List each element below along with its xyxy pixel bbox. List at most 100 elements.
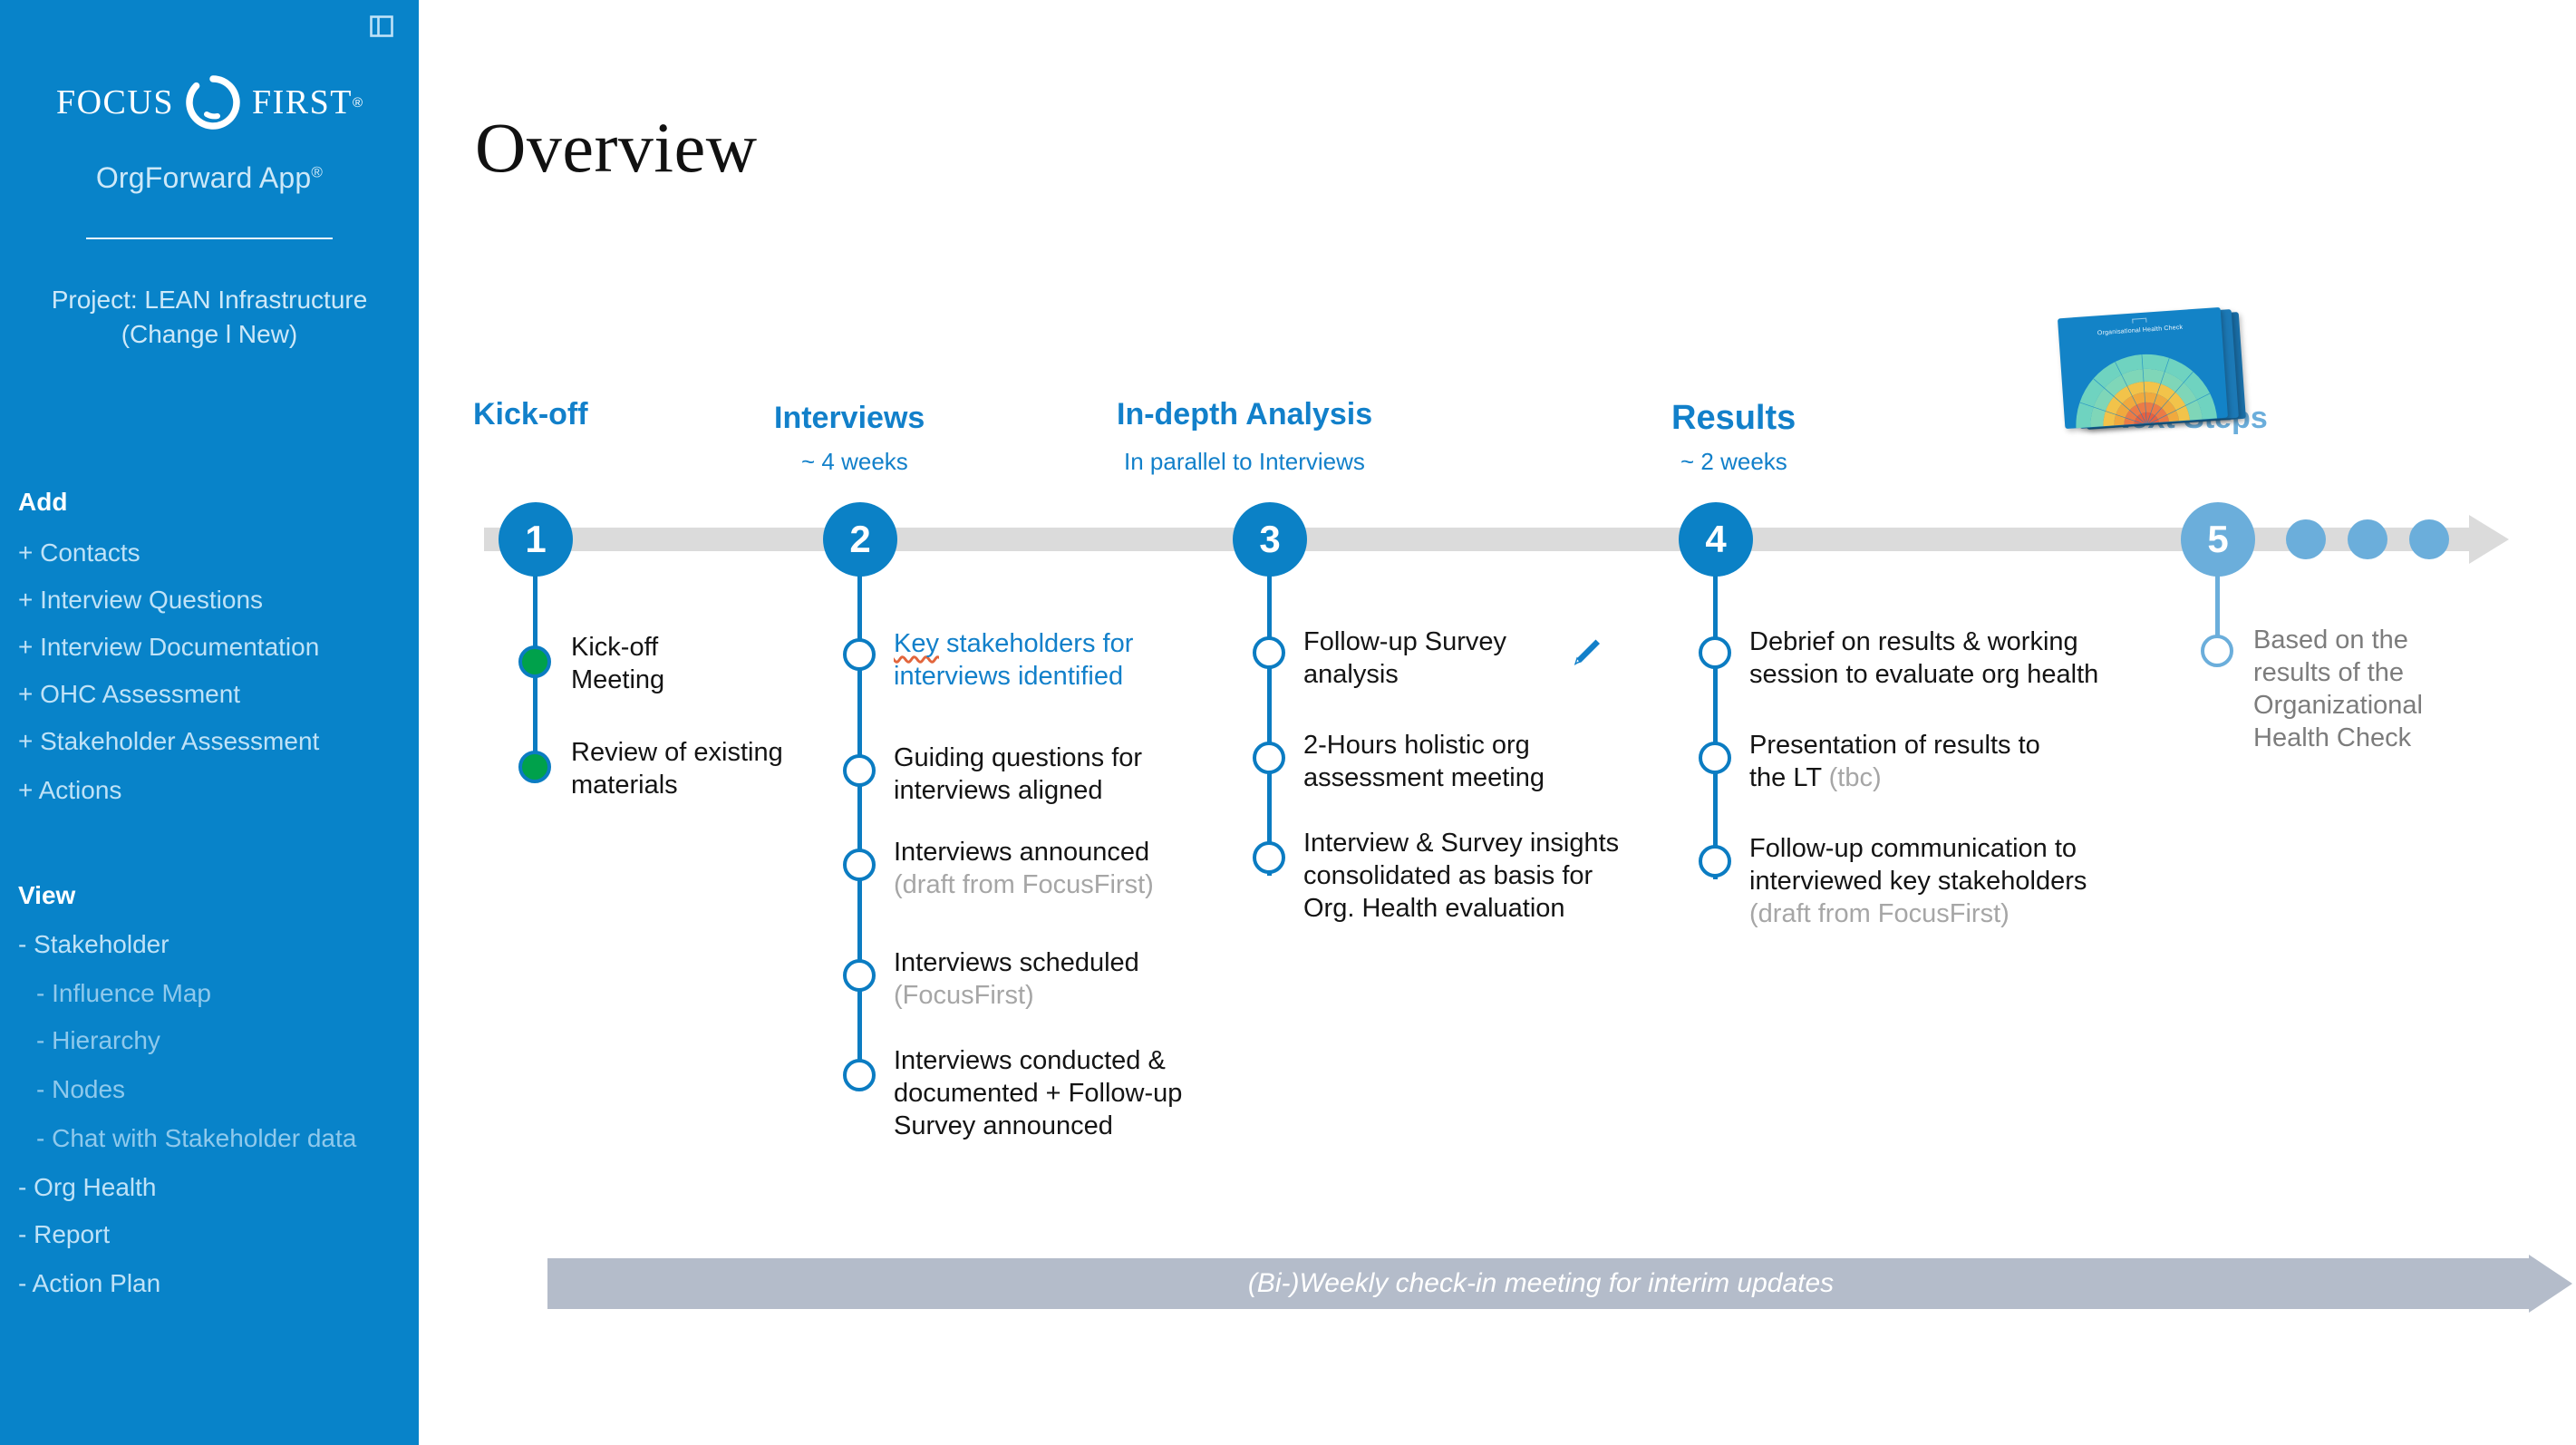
step-4-text-2: Presentation of results to the LT (tbc) — [1749, 729, 2130, 794]
step-2-text-4: Interviews scheduled (FocusFirst) — [894, 946, 1202, 1012]
step-2-bullet-5[interactable] — [843, 1059, 876, 1091]
enso-ring-icon — [185, 74, 241, 131]
step-1-text-1: Kick-off Meeting — [571, 633, 665, 694]
step-2-text-1: Key stakeholders for interviews identifi… — [894, 627, 1193, 693]
timeline-node-5[interactable]: 5 — [2181, 502, 2255, 577]
sidebar: Focus First ® OrgForward App® Project: L… — [0, 0, 419, 1445]
sidebar-item-contacts[interactable]: + Contacts — [18, 538, 140, 567]
project-line-1: Project: LEAN Infrastructure — [51, 286, 368, 314]
checkin-banner: (Bi-)Weekly check-in meeting for interim… — [547, 1255, 2576, 1313]
step-5-text-1: Based on the results of the Organization… — [2253, 626, 2423, 752]
sidebar-item-report[interactable]: - Report — [18, 1220, 111, 1248]
step-1-bullet-1[interactable] — [518, 645, 551, 678]
step-4-bullet-1[interactable] — [1699, 636, 1731, 669]
step-2-text-3: Interviews announced (draft from FocusFi… — [894, 836, 1202, 901]
step-4-text-2-muted: (tbc) — [1828, 763, 1882, 792]
checkin-banner-text: (Bi-)Weekly check-in meeting for interim… — [1247, 1268, 1835, 1298]
sidebar-item-org-health[interactable]: - Org Health — [18, 1173, 157, 1201]
timeline-axis-bar — [484, 528, 2482, 551]
step-4-text-3-muted: (draft from FocusFirst) — [1749, 899, 2009, 928]
step-3-text-2: 2-Hours holistic org assessment meeting — [1303, 731, 1545, 792]
sidebar-item-stakeholder-assessment[interactable]: + Stakeholder Assessment — [18, 727, 320, 755]
page-title: Overview — [475, 108, 758, 187]
step-2-text-1-spellchecked-word: Key — [894, 629, 939, 658]
app-name-registered: ® — [311, 163, 324, 181]
sidebar-item-ohc-assessment[interactable]: + OHC Assessment — [18, 680, 241, 708]
phase-subtitle-in-depth: In parallel to Interviews — [1124, 448, 1365, 475]
step-3-bullet-2[interactable] — [1253, 742, 1285, 774]
sidebar-item-interview-documentation[interactable]: + Interview Documentation — [18, 633, 320, 661]
step-4-text-3-main: Follow-up communication to interviewed k… — [1749, 834, 2087, 896]
sidebar-divider — [86, 238, 333, 239]
step-3-text-3: Interview & Survey insights consolidated… — [1303, 829, 1620, 923]
step-2-text-2: Guiding questions for interviews aligned — [894, 743, 1143, 805]
org-health-check-thumbnail[interactable]: Organisational Health Check — [2057, 306, 2252, 430]
app-name-text: OrgForward App — [95, 161, 312, 194]
step-4-stem — [1713, 571, 1718, 879]
step-5-stem — [2215, 571, 2220, 645]
timeline-mini-dot-1 — [2286, 519, 2326, 559]
timeline-axis-arrowhead — [2469, 515, 2509, 564]
sidebar-item-nodes[interactable]: - Nodes — [36, 1075, 126, 1103]
step-4-bullet-3[interactable] — [1699, 845, 1731, 878]
logo-registered-mark: ® — [352, 94, 363, 111]
main-content: Overview Kick-off Interviews ~ 4 weeks I… — [419, 0, 2576, 1445]
thumbnail-radar-arcs — [2076, 354, 2218, 430]
step-1-text-2: Review of existing materials — [571, 738, 783, 800]
phase-header-results: Results — [1671, 399, 1796, 437]
app-name: OrgForward App® — [0, 161, 419, 195]
sidebar-item-interview-questions[interactable]: + Interview Questions — [18, 586, 264, 614]
logo-word-focus: Focus — [55, 83, 174, 121]
sidebar-item-stakeholder[interactable]: - Stakeholder — [18, 930, 169, 958]
step-3-stem — [1267, 571, 1272, 876]
checkin-banner-arrowhead — [2529, 1255, 2572, 1313]
timeline-node-4[interactable]: 4 — [1679, 502, 1753, 577]
step-2-bullet-4[interactable] — [843, 959, 876, 992]
sidebar-item-chat-stakeholder[interactable]: - Chat with Stakeholder data — [36, 1124, 357, 1152]
project-label: Project: LEAN Infrastructure (Change l N… — [16, 283, 402, 352]
timeline-mini-dot-2 — [2348, 519, 2387, 559]
step-4-text-2-main: Presentation of results to the LT — [1749, 731, 2040, 792]
step-1-bullet-2[interactable] — [518, 751, 551, 783]
step-4-bullet-2[interactable] — [1699, 742, 1731, 774]
phase-subtitle-results: ~ 2 weeks — [1680, 448, 1787, 475]
timeline-node-2[interactable]: 2 — [823, 502, 897, 577]
thumbnail-card-front: Organisational Health Check — [2057, 306, 2229, 430]
step-2-text-4-muted: (FocusFirst) — [894, 981, 1034, 1010]
sidebar-item-actions[interactable]: + Actions — [18, 776, 122, 804]
step-2-bullet-1[interactable] — [843, 638, 876, 671]
sidebar-section-view-heading: View — [18, 881, 76, 909]
timeline-node-3[interactable]: 3 — [1233, 502, 1307, 577]
timeline-mini-dot-3 — [2409, 519, 2449, 559]
phase-header-interviews: Interviews — [774, 401, 925, 435]
timeline-node-1[interactable]: 1 — [499, 502, 573, 577]
step-3-bullet-1[interactable] — [1253, 636, 1285, 669]
pencil-edit-icon[interactable] — [1568, 635, 1604, 671]
project-line-2: (Change l New) — [121, 320, 298, 348]
step-3-bullet-3[interactable] — [1253, 841, 1285, 874]
checkin-banner-body — [547, 1258, 2534, 1309]
logo-word-first: First — [251, 83, 353, 121]
step-2-bullet-2[interactable] — [843, 754, 876, 787]
step-4-text-3: Follow-up communication to interviewed k… — [1749, 832, 2130, 930]
step-2-stem — [857, 571, 862, 1079]
sidebar-panel-toggle-icon[interactable] — [368, 13, 395, 40]
step-2-text-4-main: Interviews scheduled — [894, 948, 1139, 977]
step-2-bullet-3[interactable] — [843, 849, 876, 881]
step-2-text-1-rest: stakeholders for interviews identified — [894, 629, 1134, 691]
step-2-text-5: Interviews conducted & documented + Foll… — [894, 1046, 1183, 1140]
step-3-text-1: Follow-up Survey analysis — [1303, 627, 1507, 689]
step-2-text-3-main: Interviews announced — [894, 838, 1150, 867]
step-4-text-1: Debrief on results & working session to … — [1749, 627, 2099, 689]
phase-header-in-depth-analysis: In-depth Analysis — [1117, 397, 1373, 432]
step-5-bullet-1[interactable] — [2201, 635, 2233, 667]
phase-subtitle-interviews: ~ 4 weeks — [801, 448, 908, 475]
sidebar-item-influence-map[interactable]: - Influence Map — [36, 979, 211, 1007]
step-2-text-3-muted: (draft from FocusFirst) — [894, 870, 1154, 899]
sidebar-item-hierarchy[interactable]: - Hierarchy — [36, 1026, 160, 1054]
sidebar-item-action-plan[interactable]: - Action Plan — [18, 1269, 161, 1297]
thumbnail-title: Organisational Health Check — [2097, 324, 2184, 337]
brand-logo: Focus First ® — [0, 74, 419, 131]
sidebar-section-add-heading: Add — [18, 488, 68, 516]
thumbnail-tick-mark — [2132, 317, 2147, 324]
